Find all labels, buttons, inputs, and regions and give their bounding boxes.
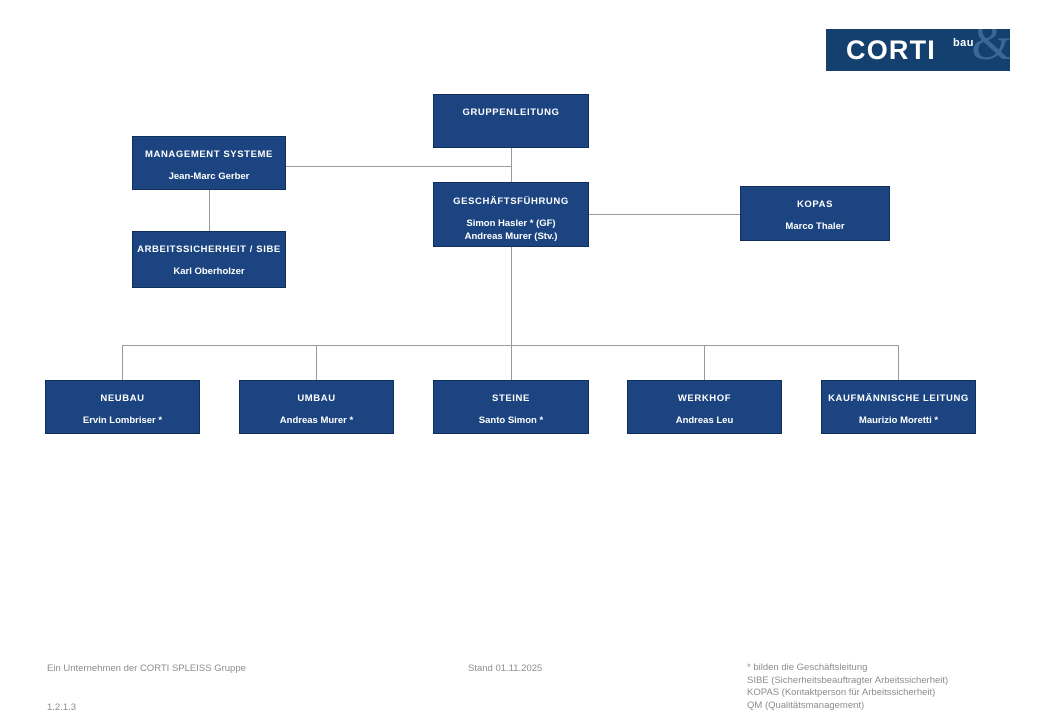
connector-bus-steine: [511, 345, 512, 380]
connector-management-arbeitssicherheit: [209, 190, 210, 231]
footer-legend: * bilden die Geschäftsleitung SIBE (Sich…: [747, 662, 949, 711]
node-title: MANAGEMENT SYSTEME: [145, 149, 273, 160]
connector-bus-neubau: [122, 345, 123, 380]
logo-wordmark: CORTI: [846, 35, 936, 65]
node-names: Andreas Murer *: [279, 415, 354, 426]
node-title: NEUBAU: [100, 393, 145, 404]
node-title: KAUFMÄNNISCHE LEITUNG: [828, 393, 969, 404]
node-names: Marco Thaler: [785, 221, 845, 232]
node-names: Simon Hasler * (GF) Andreas Murer (Stv.): [464, 218, 558, 242]
node-kaufmaennische-leitung[interactable]: KAUFMÄNNISCHE LEITUNG Maurizio Moretti *: [821, 380, 976, 434]
corti-bau-logo: & CORTI bau: [826, 29, 1010, 71]
footer-company-note: Ein Unternehmen der CORTI SPLEISS Gruppe: [47, 663, 246, 674]
node-names: Karl Oberholzer: [173, 266, 245, 277]
connector-geschaeftsfuehrung-bus: [511, 247, 512, 345]
node-title: ARBEITSSICHERHEIT / SIBE: [137, 244, 281, 255]
connector-bus-kaufmaennische: [898, 345, 899, 380]
node-neubau[interactable]: NEUBAU Ervin Lombriser *: [45, 380, 200, 434]
node-geschaeftsfuehrung[interactable]: GESCHÄFTSFÜHRUNG Simon Hasler * (GF) And…: [433, 182, 589, 247]
node-werkhof[interactable]: WERKHOF Andreas Leu: [627, 380, 782, 434]
node-gruppenleitung[interactable]: GRUPPENLEITUNG: [433, 94, 589, 148]
node-title: KOPAS: [796, 199, 834, 210]
node-title: GRUPPENLEITUNG: [462, 107, 560, 118]
connector-geschaeftsfuehrung-kopas: [589, 214, 740, 215]
node-title: STEINE: [492, 393, 530, 404]
node-steine[interactable]: STEINE Santo Simon *: [433, 380, 589, 434]
connector-bus-umbau: [316, 345, 317, 380]
logo-subword: bau: [952, 37, 974, 49]
node-names: Maurizio Moretti *: [858, 415, 939, 426]
node-names: Ervin Lombriser *: [82, 415, 163, 426]
footer-document-version: 1.2.1.3: [47, 702, 77, 713]
node-management-systeme[interactable]: MANAGEMENT SYSTEME Jean-Marc Gerber: [132, 136, 286, 190]
node-title: WERKHOF: [677, 393, 732, 404]
node-umbau[interactable]: UMBAU Andreas Murer *: [239, 380, 394, 434]
node-names: Jean-Marc Gerber: [168, 171, 250, 182]
node-title: GESCHÄFTSFÜHRUNG: [453, 196, 569, 207]
node-names: Santo Simon *: [478, 415, 544, 426]
ampersand-mark-icon: &: [971, 29, 1010, 71]
node-names: Andreas Leu: [675, 415, 734, 426]
node-arbeitssicherheit-sibe[interactable]: ARBEITSSICHERHEIT / SIBE Karl Oberholzer: [132, 231, 286, 288]
node-kopas[interactable]: KOPAS Marco Thaler: [740, 186, 890, 241]
node-title: UMBAU: [297, 393, 336, 404]
footer-date: Stand 01.11.2025: [468, 663, 543, 674]
connector-management-spine: [286, 166, 512, 167]
connector-gruppenleitung-geschaeftsfuehrung: [511, 148, 512, 182]
connector-bus-werkhof: [704, 345, 705, 380]
connector-department-bus: [122, 345, 898, 346]
